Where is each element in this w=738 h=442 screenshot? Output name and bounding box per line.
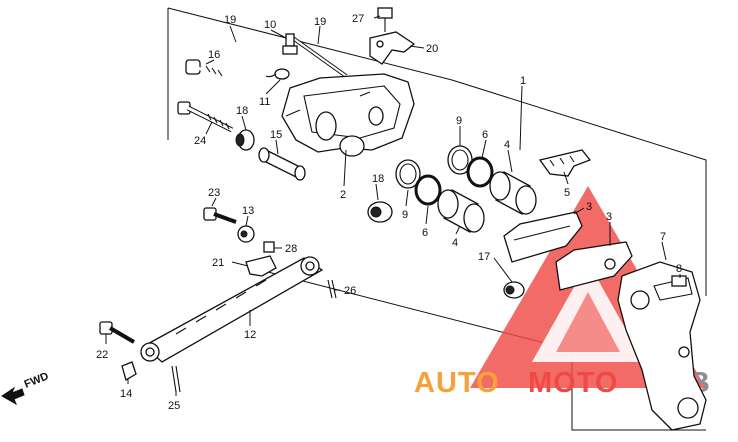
callout-27: 27 xyxy=(352,13,364,25)
fwd-label: FWD xyxy=(23,370,51,391)
retainer-20 xyxy=(369,31,416,65)
callout-26: 26 xyxy=(344,285,356,297)
seal-9-lower xyxy=(395,159,421,189)
callout-12: 12 xyxy=(244,329,256,341)
caliper-body-2 xyxy=(281,73,415,157)
caliper-bracket-7 xyxy=(617,261,707,431)
callout-17: 17 xyxy=(478,251,490,263)
callout-4-upper: 4 xyxy=(504,139,510,151)
collar-13 xyxy=(237,225,255,243)
callout-20: 20 xyxy=(426,43,438,55)
callout-24: 24 xyxy=(194,135,206,147)
nut-14 xyxy=(121,361,137,381)
callout-11: 11 xyxy=(259,96,270,108)
seal-6-lower xyxy=(414,174,442,206)
callout-7: 7 xyxy=(660,231,666,243)
callout-21: 21 xyxy=(212,257,224,269)
brake-pad-3-rear xyxy=(555,241,633,291)
fwd-indicator: FWD xyxy=(1,370,51,406)
bolt-22 xyxy=(99,321,136,344)
callout-3-rear: 3 xyxy=(606,211,612,223)
boot-18-upper xyxy=(235,129,255,151)
callout-numbers: 19 19 10 27 20 16 11 1 18 15 24 2 18 9 6… xyxy=(96,13,682,412)
callout-10: 10 xyxy=(264,19,276,31)
callout-23: 23 xyxy=(208,187,220,199)
callout-6-lower: 6 xyxy=(422,227,428,239)
bolt-24 xyxy=(177,101,234,133)
callout-18-upper: 18 xyxy=(236,105,248,117)
watermark-word-auto: AUTO xyxy=(414,367,500,399)
pad-spring-5 xyxy=(538,149,592,177)
nut-28 xyxy=(263,241,275,253)
pin-19-left xyxy=(213,33,271,89)
callout-9-upper: 9 xyxy=(456,115,462,127)
callout-19-right: 19 xyxy=(314,16,326,28)
collar-15 xyxy=(258,147,306,181)
callout-6-upper: 6 xyxy=(482,129,488,141)
callout-4-lower: 4 xyxy=(452,237,458,249)
seal-6-upper xyxy=(466,156,494,188)
cap-11 xyxy=(265,68,290,80)
callout-9-lower: 9 xyxy=(402,209,408,221)
leader-lines xyxy=(105,15,681,396)
callout-15: 15 xyxy=(270,129,282,141)
callout-18-lower: 18 xyxy=(372,173,384,185)
boot-18-lower xyxy=(367,201,393,223)
callout-1: 1 xyxy=(520,75,526,87)
bolt-23 xyxy=(203,207,237,224)
pin-19-right xyxy=(288,34,348,78)
torque-rod-12 xyxy=(140,256,324,363)
pin-8 xyxy=(671,275,687,287)
assembly-outline xyxy=(167,7,707,431)
callout-2: 2 xyxy=(340,189,346,201)
callout-19-left: 19 xyxy=(224,14,236,26)
callout-8: 8 xyxy=(676,263,682,275)
watermark-triangle-inner xyxy=(556,292,620,352)
piston-4-upper xyxy=(489,171,537,215)
callout-28: 28 xyxy=(285,243,297,255)
bushing-17 xyxy=(503,281,525,299)
bolt-16 xyxy=(185,59,241,86)
callout-3-front: 3 xyxy=(586,201,592,213)
callout-13: 13 xyxy=(242,205,254,217)
cotter-pin-26 xyxy=(327,279,337,299)
callout-22: 22 xyxy=(96,349,108,361)
callout-14: 14 xyxy=(120,388,132,400)
fwd-arrow-icon xyxy=(1,386,25,406)
callout-5: 5 xyxy=(564,187,570,199)
watermark-word-moto: MOTO xyxy=(528,367,618,399)
clip-21 xyxy=(245,255,277,277)
bolt-27 xyxy=(377,7,393,32)
callout-25: 25 xyxy=(168,400,180,412)
callout-16: 16 xyxy=(208,49,220,61)
bleed-screw-10 xyxy=(282,33,298,55)
cotter-pin-25 xyxy=(171,365,181,393)
piston-4-lower xyxy=(437,189,485,233)
brake-pad-3-front xyxy=(503,211,583,263)
